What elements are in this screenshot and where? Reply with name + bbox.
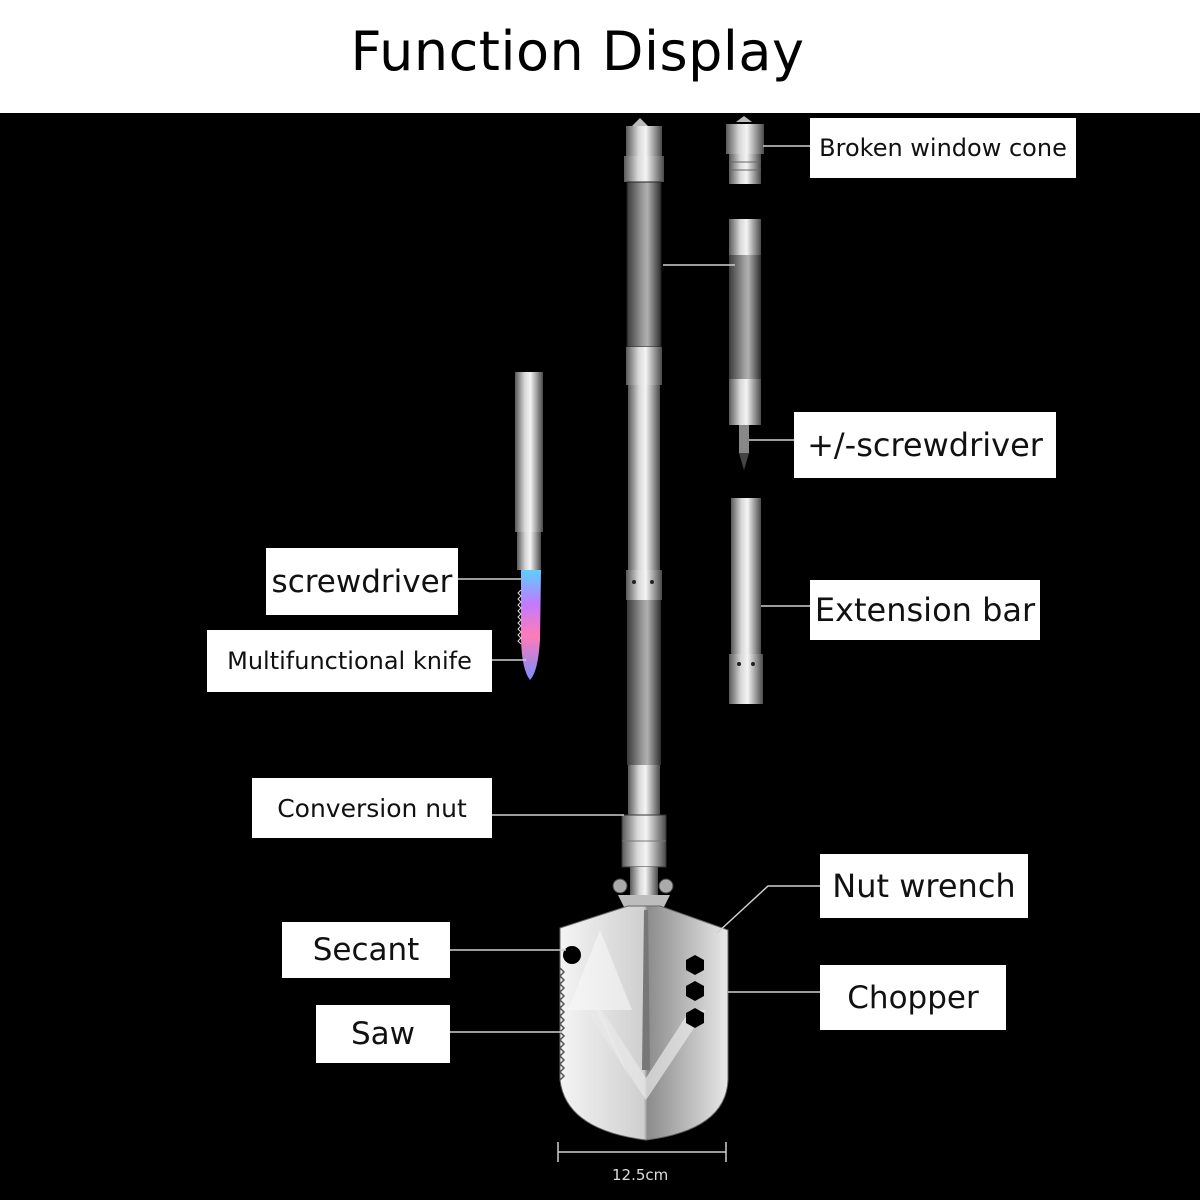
broken-window-cone-part (726, 116, 764, 184)
extension-bar-part (729, 498, 763, 704)
knife-part (515, 372, 543, 680)
label-saw: Saw (316, 1005, 450, 1063)
label-conversion-nut: Conversion nut (252, 778, 492, 838)
label-plus-minus-screwdriver: +/-screwdriver (794, 412, 1056, 478)
main-handle (612, 118, 674, 915)
grip-part (729, 219, 761, 470)
label-chopper: Chopper (820, 965, 1006, 1030)
label-screwdriver: screwdriver (266, 548, 458, 615)
leader-lines (450, 145, 820, 1033)
title-banner: Function Display (0, 0, 1200, 113)
blade-width-label: 12.5cm (612, 1166, 669, 1184)
label-extension-bar: Extension bar (810, 580, 1040, 640)
label-nut-wrench: Nut wrench (820, 854, 1028, 918)
page-title: Function Display (350, 20, 805, 83)
label-secant: Secant (282, 922, 450, 978)
shovel-blade (558, 905, 729, 1141)
label-multifunctional-knife: Multifunctional knife (207, 630, 492, 692)
label-broken-window-cone: Broken window cone (810, 118, 1076, 178)
dimension-line (557, 1142, 727, 1162)
